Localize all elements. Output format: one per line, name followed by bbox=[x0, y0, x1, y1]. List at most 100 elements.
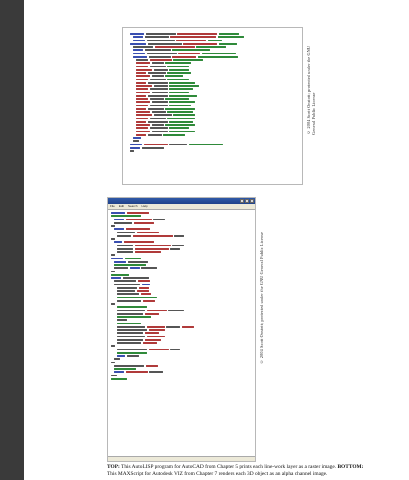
caption-top-label: TOP: bbox=[107, 464, 120, 470]
code-line bbox=[130, 85, 295, 88]
code-line bbox=[111, 338, 252, 342]
code-line bbox=[111, 273, 252, 277]
code-line bbox=[111, 322, 252, 326]
code-line bbox=[111, 361, 252, 365]
code-line bbox=[130, 65, 295, 69]
code-line bbox=[130, 88, 295, 91]
code-line bbox=[111, 283, 252, 287]
code-line bbox=[111, 329, 252, 332]
code-line bbox=[111, 218, 252, 222]
code-line bbox=[111, 254, 252, 257]
code-line bbox=[111, 351, 252, 355]
maxscript-editor-screenshot: File Edit Search Help bbox=[107, 197, 256, 462]
code-line bbox=[111, 348, 252, 352]
code-line bbox=[111, 267, 252, 270]
code-line bbox=[130, 127, 295, 130]
code-line bbox=[130, 42, 295, 46]
code-line bbox=[111, 316, 252, 319]
autolisp-code-screenshot bbox=[122, 27, 303, 185]
code-line bbox=[111, 290, 252, 293]
editor-title-bar bbox=[108, 198, 255, 204]
code-line bbox=[130, 146, 295, 150]
page-spine bbox=[0, 0, 24, 480]
code-line bbox=[111, 228, 252, 231]
code-line bbox=[130, 137, 295, 140]
code-line bbox=[111, 342, 252, 345]
code-line bbox=[111, 303, 252, 306]
code-line bbox=[111, 293, 252, 296]
code-line bbox=[130, 107, 295, 111]
code-line bbox=[111, 231, 252, 235]
code-line bbox=[130, 143, 295, 147]
code-line bbox=[111, 358, 252, 361]
code-line bbox=[130, 81, 295, 85]
code-line bbox=[111, 335, 252, 339]
editor-status-bar bbox=[108, 456, 255, 461]
code-line bbox=[111, 332, 252, 335]
code-line bbox=[130, 49, 295, 52]
code-line bbox=[111, 241, 252, 244]
code-line bbox=[130, 140, 295, 143]
menu-file[interactable]: File bbox=[110, 204, 115, 208]
maximize-button[interactable] bbox=[245, 199, 249, 203]
code-line bbox=[130, 104, 295, 108]
minimize-button[interactable] bbox=[240, 199, 244, 203]
code-line bbox=[111, 221, 252, 225]
code-line bbox=[111, 215, 252, 218]
code-line bbox=[130, 114, 295, 117]
code-line bbox=[130, 72, 295, 75]
code-line bbox=[130, 101, 295, 104]
copyright-line: © 2004 Scott Onstott; protected under th… bbox=[259, 232, 264, 365]
code-line bbox=[111, 212, 252, 215]
code-line bbox=[130, 52, 295, 56]
code-line bbox=[111, 345, 252, 348]
code-line bbox=[111, 374, 252, 378]
code-line bbox=[130, 55, 295, 59]
menu-edit[interactable]: Edit bbox=[118, 204, 125, 208]
code-line bbox=[130, 75, 295, 78]
code-line bbox=[130, 39, 295, 43]
code-line bbox=[111, 257, 252, 261]
code-line bbox=[111, 247, 252, 251]
code-line bbox=[111, 251, 252, 254]
code-line bbox=[111, 296, 252, 300]
code-line bbox=[130, 62, 295, 65]
autolisp-code-area bbox=[127, 31, 298, 155]
code-line bbox=[111, 299, 252, 303]
code-line bbox=[130, 68, 295, 72]
code-line bbox=[111, 312, 252, 316]
code-line bbox=[111, 280, 252, 283]
code-line bbox=[130, 124, 295, 127]
code-line bbox=[111, 260, 252, 264]
menu-help[interactable]: Help bbox=[141, 204, 148, 208]
code-line bbox=[111, 264, 252, 267]
caption-bottom-text: This MAXScript for Autodesk VIZ from Cha… bbox=[107, 470, 328, 477]
code-line bbox=[111, 319, 252, 322]
code-line bbox=[130, 33, 295, 36]
close-button[interactable] bbox=[250, 199, 254, 203]
code-line bbox=[130, 133, 295, 137]
copyright-notice-bottom: © 2004 Scott Onstott; protected under th… bbox=[259, 232, 264, 364]
code-line bbox=[130, 59, 295, 62]
code-line bbox=[130, 91, 295, 95]
code-line bbox=[111, 234, 252, 238]
code-line bbox=[130, 130, 295, 134]
maxscript-code-area[interactable] bbox=[108, 210, 255, 383]
code-line bbox=[111, 355, 252, 358]
window-buttons bbox=[240, 199, 254, 203]
code-line bbox=[111, 377, 252, 381]
code-line bbox=[111, 238, 252, 241]
code-line bbox=[111, 364, 252, 368]
code-line bbox=[111, 225, 252, 228]
code-line bbox=[130, 150, 295, 153]
code-line bbox=[111, 371, 252, 374]
code-line bbox=[130, 46, 295, 49]
code-line bbox=[130, 94, 295, 98]
caption-bottom-label: BOTTOM: bbox=[337, 464, 364, 470]
code-line bbox=[130, 98, 295, 101]
code-line bbox=[130, 117, 295, 121]
code-line bbox=[111, 270, 252, 274]
menu-search[interactable]: Search bbox=[128, 204, 138, 208]
code-line bbox=[111, 325, 252, 329]
code-line bbox=[130, 120, 295, 124]
